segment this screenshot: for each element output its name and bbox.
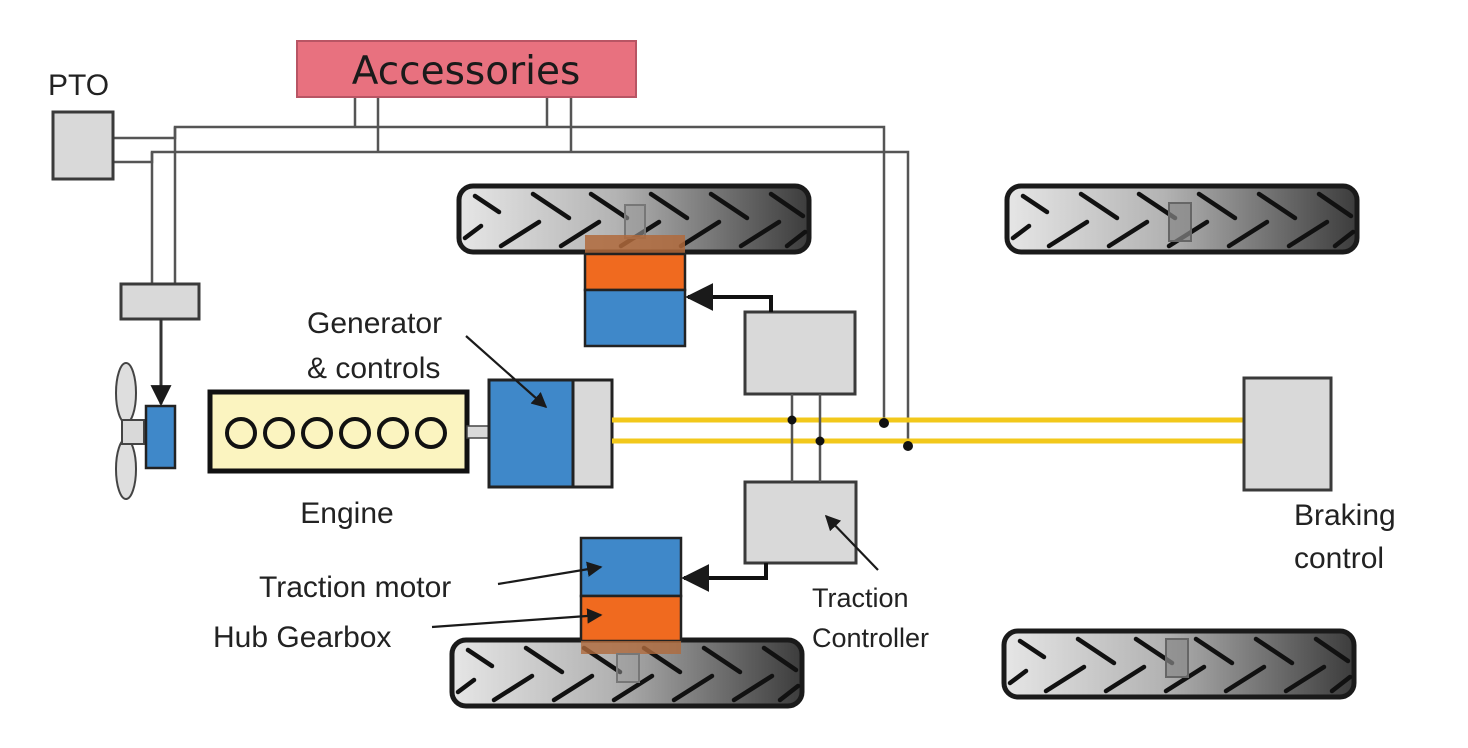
hub-gearbox-front-box (583, 252, 687, 292)
fan-drive-box (119, 282, 201, 321)
braking-control-box (1242, 376, 1333, 492)
axle-stub (616, 653, 640, 683)
wheel-rear-right (1004, 631, 1354, 697)
hub-gearbox-rear-box (579, 594, 683, 643)
engine-label: Engine (300, 497, 393, 530)
traction-controller-pointer-arrow (824, 514, 879, 571)
generator-label-line2: & controls (307, 352, 440, 385)
pto-label: PTO (48, 69, 109, 102)
cooling-fan-icon (115, 362, 145, 500)
wheel-front-right (1007, 186, 1357, 252)
pto-box (51, 110, 115, 181)
bus-junction-dots (787, 415, 913, 451)
cylinder-icon (339, 417, 371, 449)
junction-dot (815, 436, 825, 446)
accessory-wiring (112, 97, 910, 446)
generator-controls-box (571, 378, 614, 489)
hub-gearbox-front-overlap (585, 235, 685, 254)
traction-controller-front-box (743, 310, 857, 396)
traction-motor-pointer-arrow (497, 561, 603, 586)
cylinder-icon (225, 417, 257, 449)
generator-label-line1: Generator (307, 307, 442, 340)
traction-motor-front-box (583, 288, 687, 348)
junction-dot (879, 418, 889, 428)
junction-dot (787, 415, 797, 425)
cylinder-icon (415, 417, 447, 449)
axle-stub (624, 204, 646, 239)
dc-bus (612, 417, 1244, 444)
axle-stub (1168, 202, 1192, 242)
rear-motor-feed-arrow (681, 563, 768, 592)
engine-cylinders (225, 417, 447, 449)
cylinder-icon (263, 417, 295, 449)
engine-shaft (466, 425, 490, 439)
engine-block (207, 389, 470, 474)
accessories-label: Accessories (352, 49, 581, 94)
braking-control-label-line2: control (1294, 542, 1384, 575)
accessories-box (296, 40, 637, 98)
hub-gearbox-rear-overlap (581, 641, 681, 654)
traction-controller-label-line2: Controller (812, 623, 929, 653)
traction-controller-label-line1: Traction (812, 583, 909, 613)
hub-gearbox-label: Hub Gearbox (213, 621, 391, 654)
junction-dot (903, 441, 913, 451)
traction-controller-rear-box (743, 480, 858, 565)
hub-gearbox-pointer-arrow (431, 608, 603, 629)
cylinder-icon (301, 417, 333, 449)
front-motor-feed-arrow (685, 283, 773, 312)
traction-motor-label: Traction motor (259, 571, 451, 604)
controller-bus-wiring (790, 394, 822, 482)
cylinder-icon (377, 417, 409, 449)
generator-box (487, 378, 575, 489)
fan-motor-box (144, 404, 177, 470)
braking-control-label-line1: Braking (1294, 499, 1396, 532)
axle-stub (1165, 638, 1189, 678)
generator-pointer-arrow (465, 335, 548, 409)
